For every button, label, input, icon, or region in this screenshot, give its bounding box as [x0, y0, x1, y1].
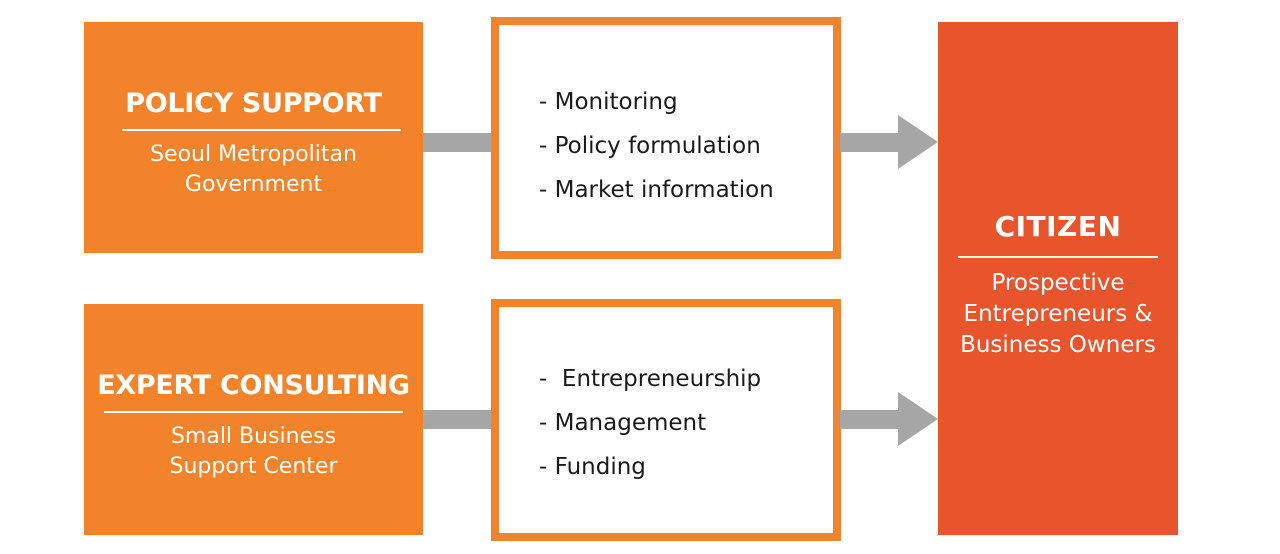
citizen-subtitle: Prospective Entrepreneurs & Business Own… [960, 270, 1156, 358]
expert-consulting-divider [104, 411, 403, 413]
list-item: - Entrepreneurship [539, 366, 762, 392]
connector-bar-bottom-right [840, 410, 900, 429]
connector-bar-top-right [840, 133, 900, 152]
policy-support-subtitle: Seoul Metropolitan Government [150, 142, 357, 197]
list-item: - Funding [539, 454, 646, 480]
connector-bar-bottom-left [423, 410, 492, 429]
list-item: - Market information [539, 177, 774, 203]
policy-functions-list: - Monitoring - Policy formulation - Mark… [539, 80, 774, 212]
expert-consulting-subtitle: Small Business Support Center [169, 424, 338, 479]
policy-support-divider [122, 129, 401, 131]
citizen-box: CITIZEN Prospective Entrepreneurs & Busi… [938, 22, 1178, 535]
list-item: - Monitoring [539, 89, 678, 115]
consulting-functions-box: - Entrepreneurship - Management - Fundin… [491, 299, 841, 541]
connector-bar-top-left [423, 133, 492, 152]
list-item: - Policy formulation [539, 133, 761, 159]
policy-support-box: POLICY SUPPORT Seoul Metropolitan Govern… [84, 22, 423, 253]
arrow-right-icon [898, 115, 938, 169]
citizen-title: CITIZEN [994, 210, 1122, 243]
arrow-right-icon [898, 392, 938, 446]
expert-consulting-box: EXPERT CONSULTING Small Business Support… [84, 304, 423, 535]
consulting-functions-list: - Entrepreneurship - Management - Fundin… [539, 357, 761, 489]
expert-consulting-title: EXPERT CONSULTING [97, 370, 410, 401]
list-item: - Management [539, 410, 707, 436]
citizen-divider [958, 256, 1158, 258]
policy-functions-box: - Monitoring - Policy formulation - Mark… [491, 17, 841, 259]
policy-support-title: POLICY SUPPORT [125, 88, 382, 119]
